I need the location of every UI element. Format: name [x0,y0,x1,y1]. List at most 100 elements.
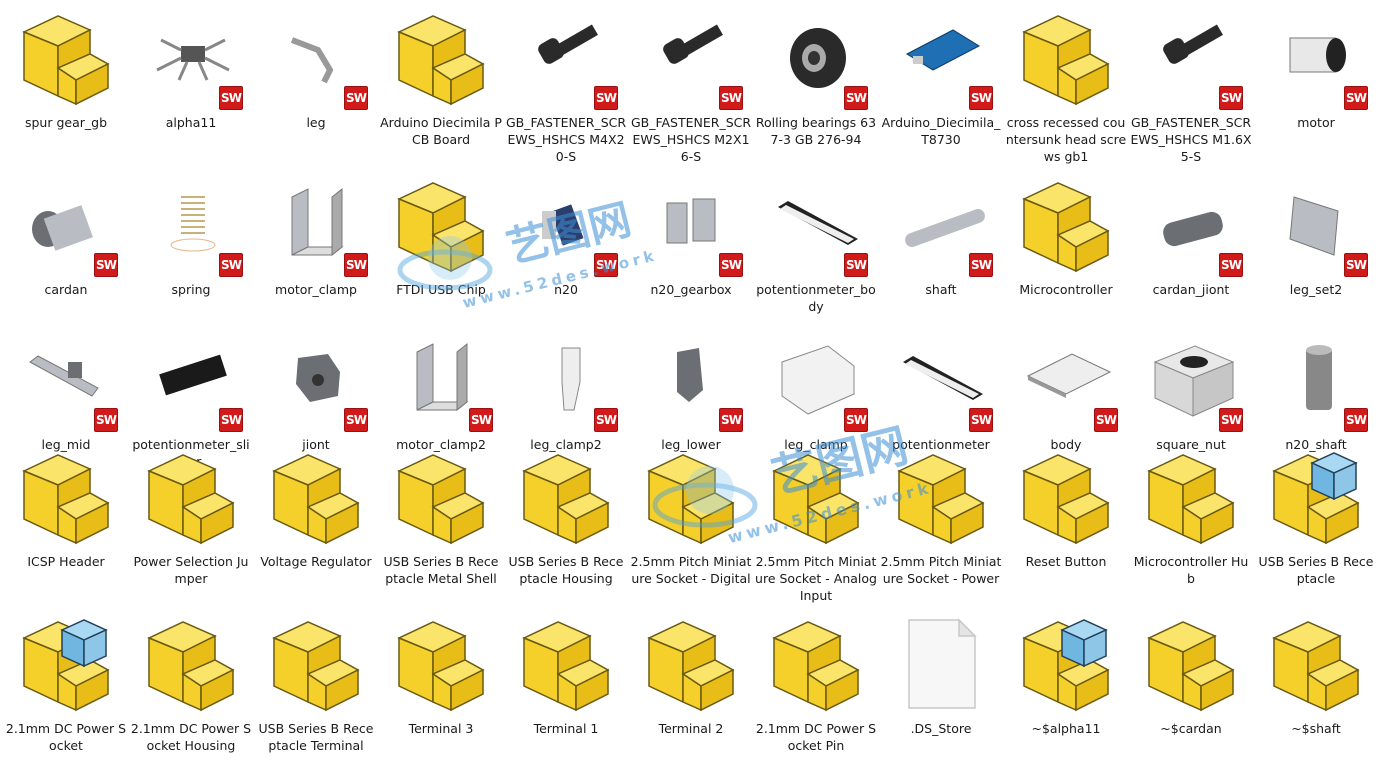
file-name: Arduino_Diecimila_T8730 [881,115,1001,147]
file-item[interactable]: 2.1mm DC Power Socket [4,614,128,754]
bearing-icon: SW [766,8,868,110]
gearbox-icon: SW [641,175,743,277]
file-item[interactable]: .DS_Store [879,614,1003,737]
file-item[interactable]: Microcontroller [1004,175,1128,298]
plate-icon: SW [1266,175,1368,277]
assembly-icon [141,447,241,547]
assembly-icon [391,8,491,108]
file-name: 2.5mm Pitch Miniature Socket - Power [880,554,1002,586]
file-item[interactable]: Power Selection Jumper [129,447,253,587]
file-item[interactable]: 2.5mm Pitch Miniature Socket - Analog In… [754,447,878,604]
file-item[interactable]: 2.1mm DC Power Socket Pin [754,614,878,754]
file-item[interactable]: USB Series B Receptacle Metal Shell [379,447,503,587]
assembly-icon [266,447,366,547]
file-item[interactable]: 2.5mm Pitch Miniature Socket - Power [879,447,1003,587]
file-item[interactable]: Arduino Diecimila PCB Board [379,8,503,148]
n20-motor-icon: SW [516,175,618,277]
file-item[interactable]: ~$shaft [1254,614,1378,737]
bracket-icon: SW [391,330,493,432]
leg-link-icon: SW [16,330,118,432]
file-item[interactable]: Reset Button [1004,447,1128,570]
file-item[interactable]: ICSP Header [4,447,128,570]
assembly-icon [141,614,241,714]
file-item[interactable]: cross recessed countersunk head screws g… [1004,8,1128,165]
assembly-icon [391,614,491,714]
bracket-icon: SW [266,175,368,277]
solidworks-badge-icon: SW [719,253,743,277]
file-name: Terminal 1 [533,721,599,736]
file-name: potentionmeter_body [756,282,876,314]
file-name: GB_FASTENER_SCREWS_HSHCS M1.6X5-S [1130,115,1252,164]
file-name: 2.5mm Pitch Miniature Socket - Digital [630,554,752,586]
file-name: shaft [925,282,957,297]
file-name: motor_clamp2 [396,437,486,452]
file-item[interactable]: USB Series B Receptacle [1254,447,1378,587]
file-item[interactable]: 2.5mm Pitch Miniature Socket - Digital [629,447,753,587]
file-item[interactable]: SW leg_set2 [1254,175,1378,298]
file-item[interactable]: USB Series B Receptacle Terminal [254,614,378,754]
file-item[interactable]: 2.1mm DC Power Socket Housing [129,614,253,754]
solidworks-badge-icon: SW [94,253,118,277]
file-item[interactable]: SW motor_clamp2 [379,330,503,453]
file-name: cardan_jiont [1152,282,1230,297]
cardan-icon: SW [16,175,118,277]
file-name: ~$shaft [1291,721,1341,736]
file-item[interactable]: ~$cardan [1129,614,1253,737]
file-name: USB Series B Receptacle Metal Shell [383,554,499,586]
file-item[interactable]: Microcontroller Hub [1129,447,1253,587]
file-item[interactable]: FTDI USB Chip [379,175,503,298]
file-item[interactable]: spur gear_gb [4,8,128,131]
solidworks-badge-icon: SW [844,86,868,110]
file-item[interactable]: SW shaft [879,175,1003,298]
square-nut-icon: SW [1141,330,1243,432]
assembly-cube-icon [1016,614,1116,714]
solidworks-badge-icon: SW [1344,408,1368,432]
file-item[interactable]: SW cardan_jiont [1129,175,1253,298]
file-item[interactable]: USB Series B Receptacle Housing [504,447,628,587]
solidworks-badge-icon: SW [1219,408,1243,432]
file-item[interactable]: Terminal 3 [379,614,503,737]
assembly-icon [516,447,616,547]
file-item[interactable]: Terminal 2 [629,614,753,737]
cardan-joint-icon: SW [1141,175,1243,277]
solidworks-badge-icon: SW [719,86,743,110]
file-item[interactable]: ~$alpha11 [1004,614,1128,737]
file-name: leg [306,115,326,130]
file-item[interactable]: SW GB_FASTENER_SCREWS_HSHCS M1.6X5-S [1129,8,1253,165]
assembly-icon [1016,175,1116,275]
assembly-icon [1141,614,1241,714]
file-name: body [1050,437,1082,452]
file-item[interactable]: Terminal 1 [504,614,628,737]
file-item[interactable]: Voltage Regulator [254,447,378,570]
slider-rail-icon: SW [891,330,993,432]
file-name: leg_set2 [1289,282,1343,297]
file-name: USB Series B Receptacle [1258,554,1374,586]
shaft-icon: SW [891,175,993,277]
file-name: ICSP Header [27,554,105,569]
screw-icon: SW [1141,8,1243,110]
blank-file-icon [891,614,991,714]
